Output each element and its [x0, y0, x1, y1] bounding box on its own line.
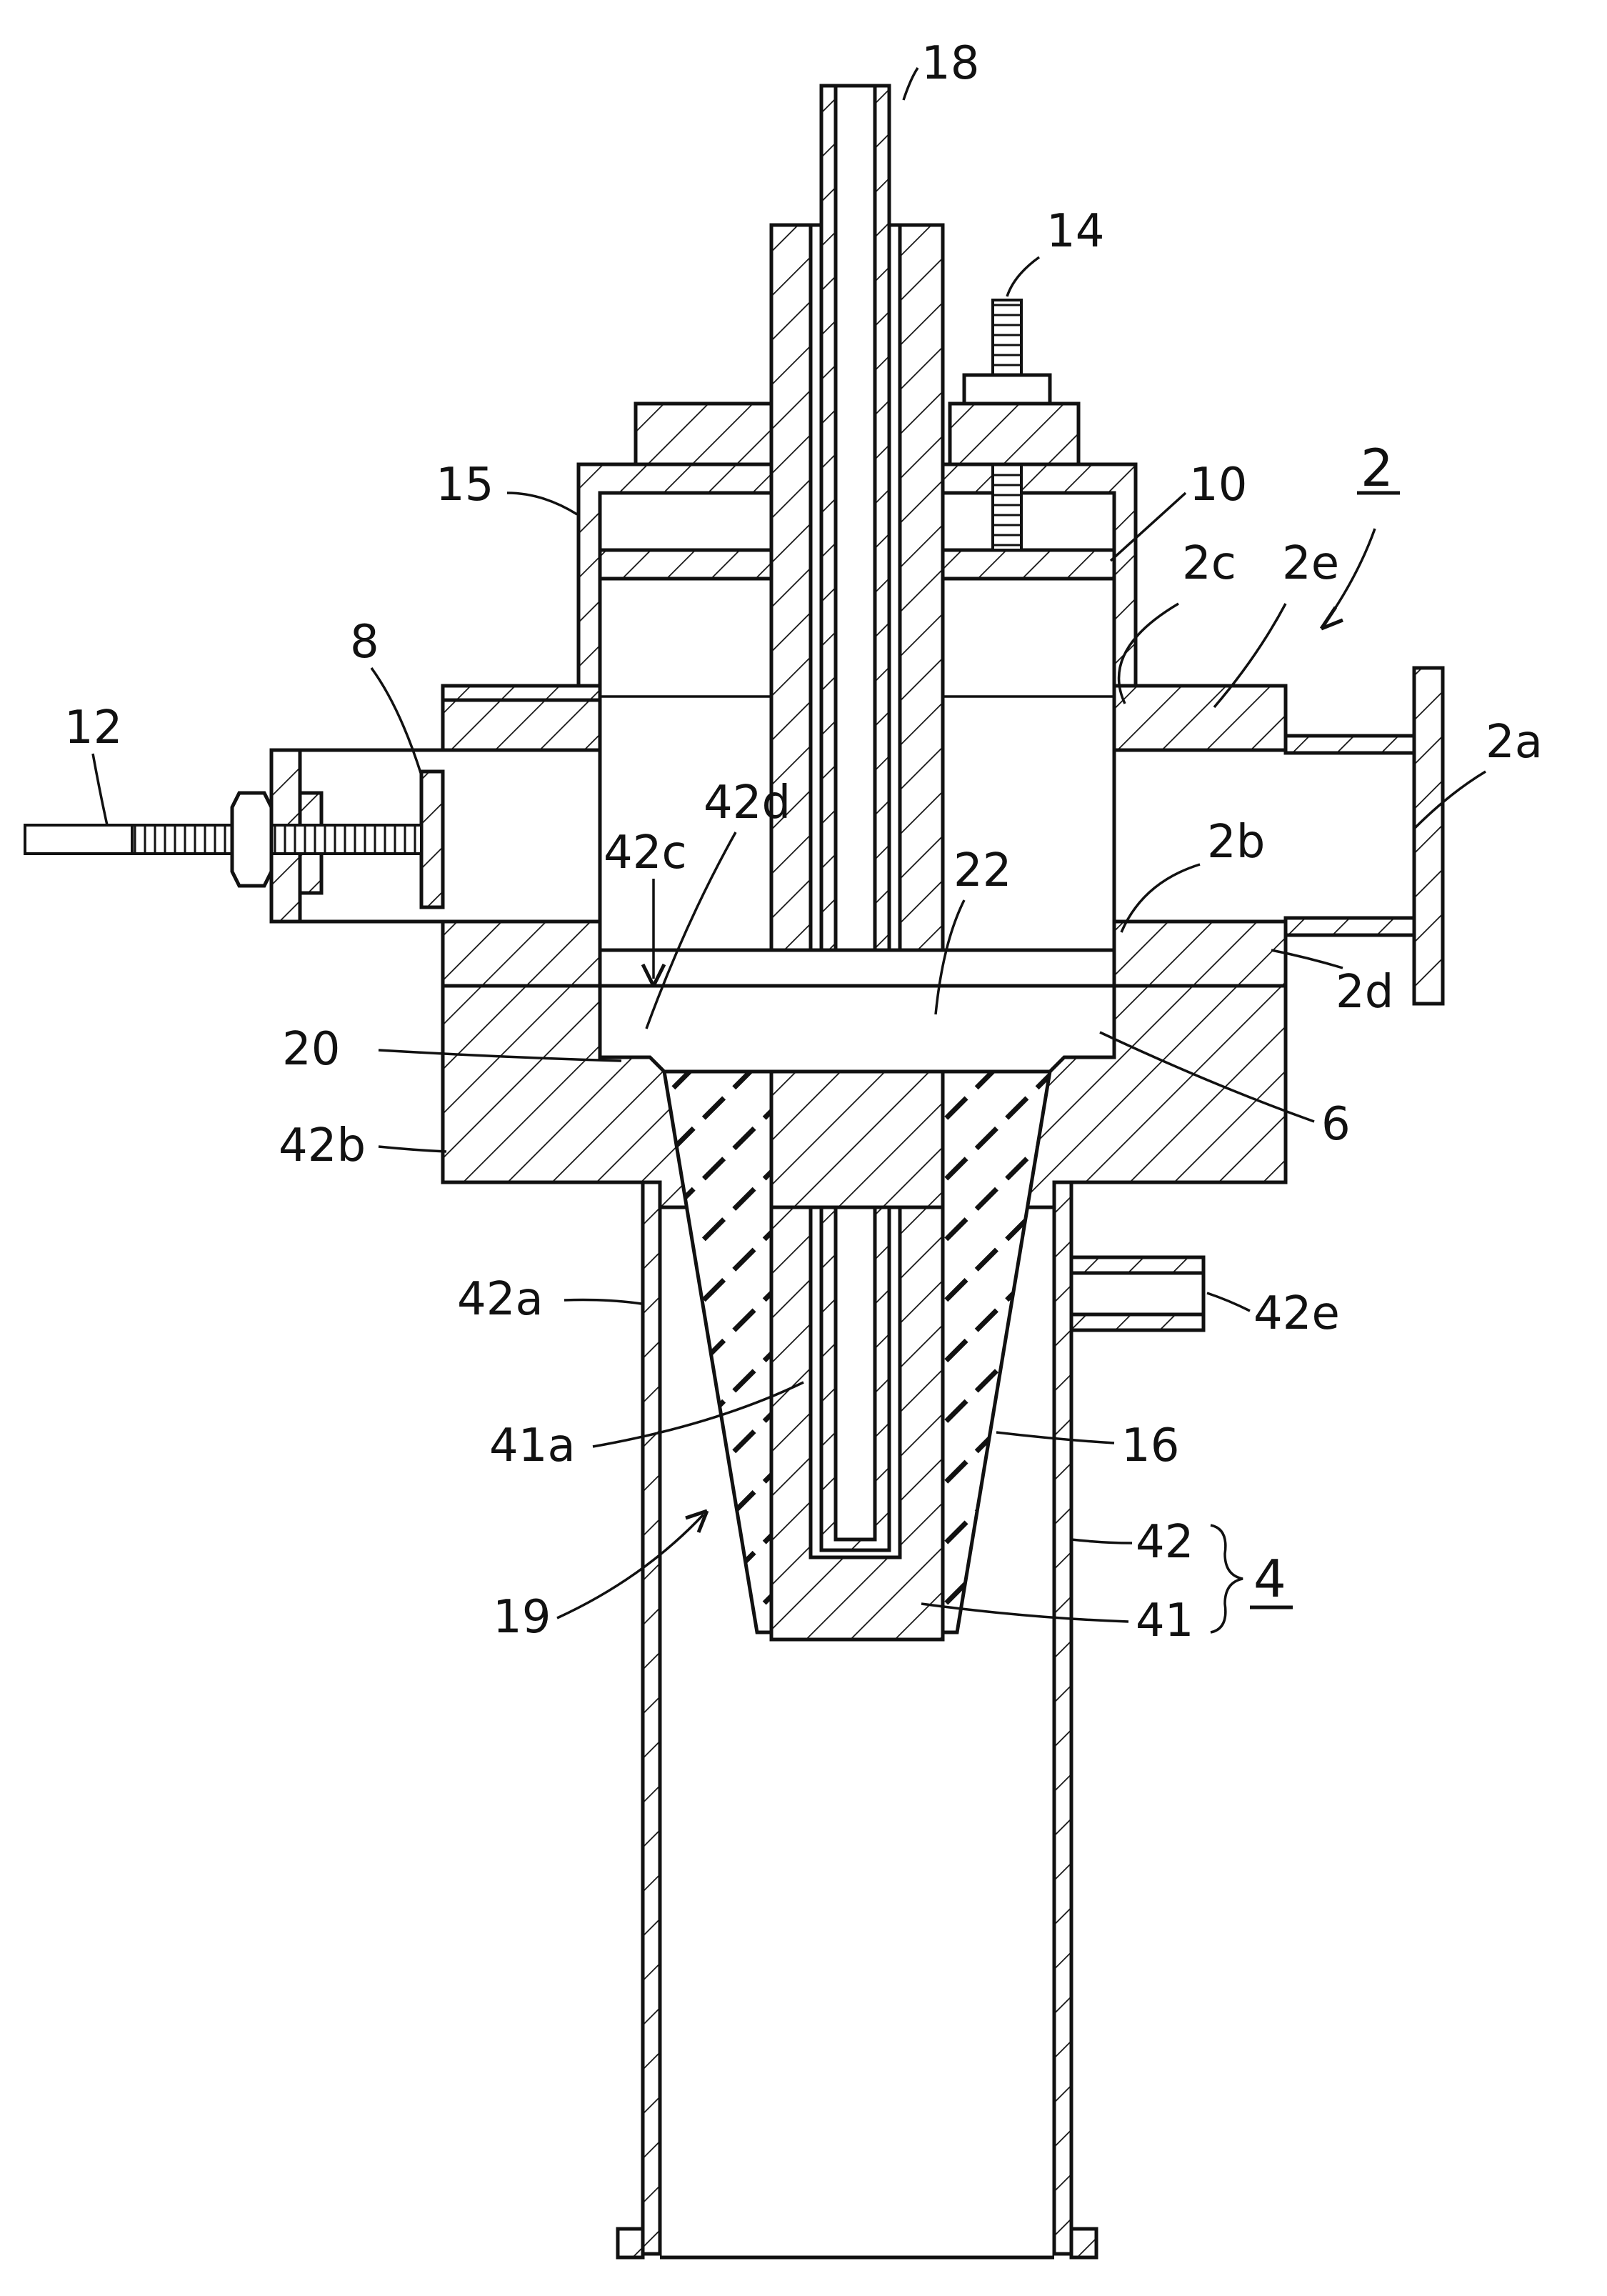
screw-14-nut: [964, 375, 1050, 404]
label-42b: 42b: [279, 1119, 366, 1172]
sleeve-16-right: [943, 1072, 1050, 1632]
piston-10-right: [943, 550, 1114, 579]
bottom-flange-right: [1071, 2229, 1096, 2257]
label-42d: 42d: [704, 777, 791, 829]
upper-collar: [636, 404, 771, 464]
outlet-pipe-top-wall: [1286, 736, 1414, 753]
label-4: 4: [1253, 1549, 1286, 1609]
label-42e: 42e: [1253, 1287, 1340, 1340]
label-2e: 2e: [1282, 537, 1339, 590]
left-upper-block: [443, 700, 600, 750]
label-16: 16: [1121, 1419, 1179, 1472]
label-8: 8: [350, 616, 379, 669]
valve-plate-8: [421, 772, 443, 907]
label-41a: 41a: [489, 1419, 576, 1472]
label-2: 2: [1361, 438, 1393, 498]
label-22: 22: [953, 844, 1011, 897]
label-10: 10: [1189, 459, 1247, 511]
label-20: 20: [282, 1023, 340, 1076]
label-2c: 2c: [1182, 537, 1236, 590]
label-6: 6: [1321, 1098, 1351, 1151]
bottom-flange-left: [618, 2229, 643, 2257]
lock-nut: [232, 793, 271, 886]
side-port-42e: [1071, 1257, 1203, 1273]
cylinder-wall-right: [1054, 1182, 1071, 2254]
base-bore: [600, 986, 1114, 1072]
label-42a: 42a: [457, 1273, 544, 1326]
label-19: 19: [493, 1591, 551, 1644]
label-15: 15: [436, 459, 494, 511]
label-12: 12: [64, 702, 122, 754]
label-2a: 2a: [1486, 716, 1543, 769]
label-2b: 2b: [1207, 816, 1265, 869]
label-42: 42: [1136, 1516, 1193, 1569]
screw-14-base: [950, 404, 1078, 464]
outlet-flange: [1414, 668, 1443, 1004]
piston-10-left: [600, 550, 771, 579]
label-42c: 42c: [604, 827, 687, 879]
label-41: 41: [1136, 1594, 1193, 1647]
label-2d: 2d: [1336, 966, 1393, 1019]
sleeve-16-left: [664, 1072, 771, 1632]
label-14: 14: [1046, 205, 1104, 258]
label-18: 18: [921, 37, 979, 90]
outlet-pipe-bottom-wall: [1286, 918, 1414, 935]
right-collar-2e: [1114, 686, 1286, 750]
cylinder-wall-left: [643, 1182, 660, 2254]
